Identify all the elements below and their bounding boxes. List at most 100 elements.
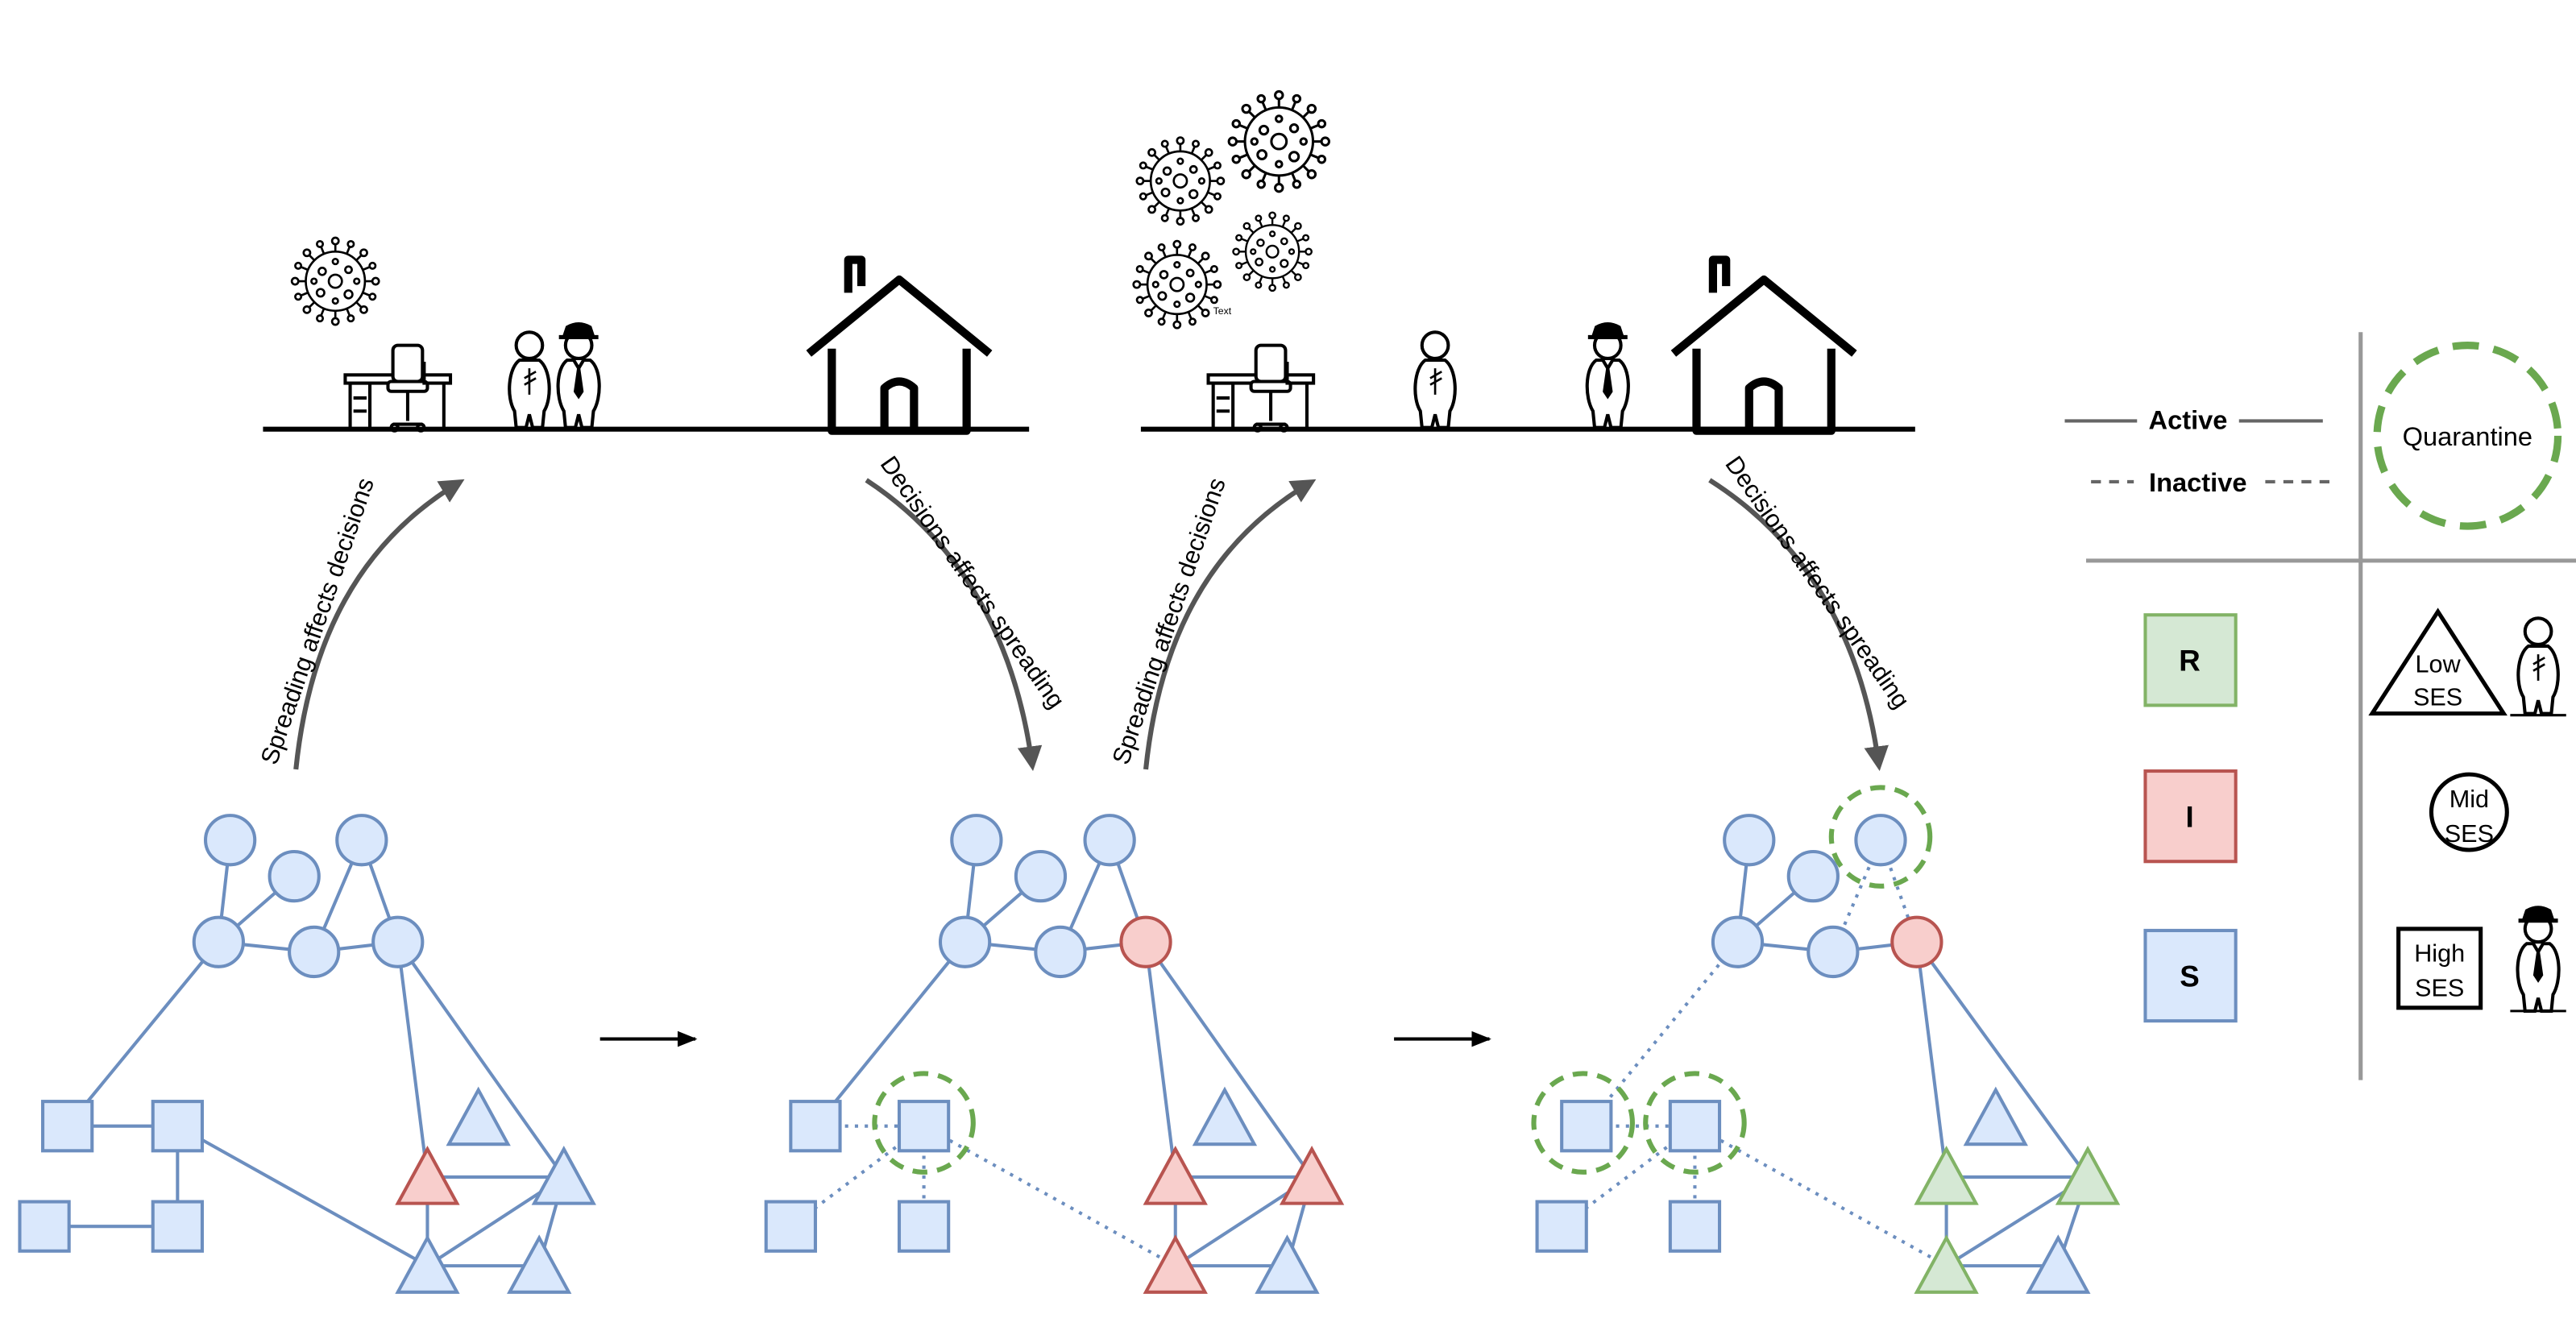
network-stage-1 <box>44 839 566 1268</box>
virus-label: Text <box>1213 305 1232 317</box>
legend-state-s: S <box>2143 928 2238 1023</box>
arrow-label: Spreading affects decisions <box>255 475 380 768</box>
legend-low-ses: Low SES <box>2368 607 2566 717</box>
node-mid-ses-infected <box>1890 915 1943 968</box>
node-high-ses <box>1535 1200 1588 1253</box>
high-ses-person-icon <box>558 324 599 428</box>
node-high-ses <box>151 1200 204 1253</box>
node-mid-ses-infected <box>1119 915 1172 968</box>
virus-icon <box>1227 89 1330 193</box>
node-high-ses <box>41 1100 94 1153</box>
scene-2: Text <box>1132 89 1915 431</box>
decisions-arrow-2: Decisions affects spreading <box>1708 451 1915 771</box>
node-high-ses <box>1668 1200 1722 1253</box>
inactive-links-stage-3 <box>1560 839 1948 1267</box>
low-ses-person-icon <box>509 332 549 427</box>
low-ses-line2: SES <box>2413 683 2462 711</box>
state-label: I <box>2185 800 2193 833</box>
state-label: S <box>2180 960 2200 993</box>
legend: Active Inactive Quarantine R I S Low SES <box>2064 332 2576 1080</box>
legend-inactive: Inactive <box>2091 467 2335 497</box>
node-high-ses <box>789 1100 842 1153</box>
node-high-ses <box>897 1100 951 1153</box>
quarantine-ring <box>1828 785 1933 889</box>
node-low-ses <box>507 1234 572 1294</box>
nodes-stage-1 <box>18 814 596 1294</box>
arrow-label: Spreading affects decisions <box>1107 475 1231 768</box>
node-low-ses-infected <box>1279 1146 1345 1205</box>
low-ses-person-icon <box>2518 618 2557 713</box>
node-low-ses-infected <box>1143 1234 1208 1294</box>
node-low-ses <box>446 1086 511 1146</box>
high-ses-person-icon <box>1587 324 1628 428</box>
node-high-ses <box>151 1100 204 1153</box>
node-low-ses-recovered <box>1914 1146 1979 1205</box>
node-mid-ses <box>335 814 388 867</box>
legend-high-ses: High SES <box>2396 907 2566 1011</box>
decisions-arrow-1: Decisions affects spreading <box>865 451 1070 771</box>
node-low-ses <box>395 1234 460 1294</box>
quarantine-ring <box>872 1071 976 1175</box>
node-low-ses-recovered <box>2055 1146 2121 1205</box>
low-ses-person-icon <box>1415 332 1454 427</box>
legend-state-r: R <box>2143 613 2238 707</box>
scene-1 <box>263 236 1030 431</box>
high-ses-person-icon <box>2518 907 2559 1011</box>
node-high-ses <box>897 1200 951 1253</box>
mid-ses-line1: Mid <box>2449 786 2489 813</box>
mid-ses-line2: SES <box>2445 820 2494 848</box>
node-mid-ses <box>938 915 992 968</box>
node-high-ses <box>764 1200 817 1253</box>
virus-icon <box>290 236 380 326</box>
node-mid-ses <box>1854 814 1907 867</box>
state-label: R <box>2179 645 2201 678</box>
spreading-arrow-1: Spreading affects decisions <box>255 475 465 770</box>
node-high-ses <box>1668 1100 1722 1153</box>
node-high-ses <box>18 1200 71 1253</box>
node-mid-ses <box>268 849 321 903</box>
node-low-ses <box>1255 1234 1320 1294</box>
node-high-ses <box>1560 1100 1613 1153</box>
high-ses-line1: High <box>2414 940 2465 968</box>
virus-icon <box>1232 211 1313 292</box>
legend-inactive-label: Inactive <box>2149 467 2247 497</box>
arrow-label: Decisions affects spreading <box>875 451 1070 714</box>
node-low-ses-recovered <box>1914 1234 1979 1294</box>
node-mid-ses <box>203 814 257 867</box>
node-mid-ses <box>1786 849 1840 903</box>
quarantine-ring <box>1643 1071 1747 1175</box>
legend-mid-ses: Mid SES <box>2429 772 2509 852</box>
node-mid-ses <box>1711 915 1765 968</box>
legend-quarantine-label: Quarantine <box>2403 421 2532 451</box>
spreading-arrow-2: Spreading affects decisions <box>1107 475 1317 770</box>
high-ses-line2: SES <box>2415 975 2464 1002</box>
inactive-links-stage-2 <box>790 1124 1176 1267</box>
node-mid-ses <box>1083 814 1136 867</box>
virus-icon <box>1132 239 1222 330</box>
node-low-ses <box>1963 1086 2028 1146</box>
low-ses-line1: Low <box>2416 651 2462 678</box>
house-icon <box>1674 260 1854 431</box>
node-low-ses-infected <box>395 1146 460 1205</box>
nodes-stage-2 <box>764 814 1345 1294</box>
node-mid-ses <box>1014 849 1068 903</box>
node-mid-ses <box>950 814 1003 867</box>
node-low-ses <box>531 1146 596 1205</box>
legend-quarantine: Quarantine <box>2373 342 2562 530</box>
legend-active: Active <box>2064 405 2323 435</box>
legend-active-label: Active <box>2149 405 2228 435</box>
office-desk-icon <box>1209 346 1314 431</box>
legend-state-i: I <box>2143 769 2238 864</box>
node-mid-ses <box>1807 925 1860 979</box>
office-desk-icon <box>345 346 450 431</box>
node-mid-ses <box>192 915 245 968</box>
quarantine-ring <box>1531 1071 1635 1175</box>
node-low-ses <box>1192 1086 1258 1146</box>
node-mid-ses <box>1034 925 1087 979</box>
node-low-ses <box>2026 1234 2091 1294</box>
virus-icon <box>1135 136 1226 226</box>
node-low-ses-infected <box>1143 1146 1208 1205</box>
nodes-stage-3 <box>1531 785 2121 1294</box>
arrow-label: Decisions affects spreading <box>1719 451 1914 714</box>
